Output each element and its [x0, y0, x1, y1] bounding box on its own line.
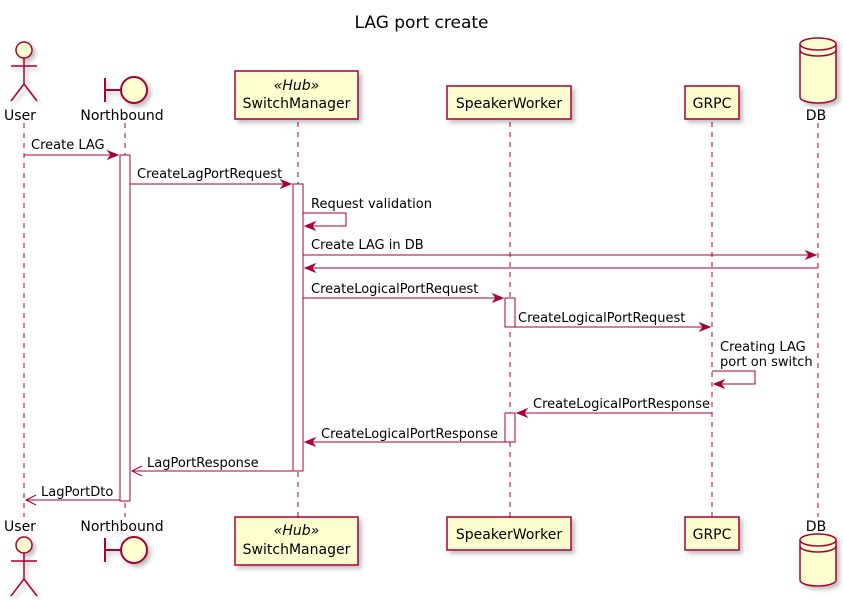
activation-switchmanager [292, 183, 304, 472]
activation-speakerworker-2 [504, 412, 516, 443]
arrow-head [106, 149, 120, 161]
participant-northbound-top[interactable]: Northbound [80, 76, 164, 124]
arrow-head [712, 378, 726, 390]
participant-label-db-bottom: DB [806, 519, 826, 535]
participant-speakerworker-bottom[interactable]: SpeakerWorker [446, 516, 572, 551]
arrow-head [24, 494, 37, 506]
switchmanager-box [234, 70, 359, 120]
message-label: Creating LAG port on switch [720, 340, 813, 370]
participant-label-northbound: Northbound [80, 108, 163, 124]
database-icon [799, 37, 837, 104]
participant-switchmanager-top[interactable]: «Hub» SwitchManager [234, 70, 359, 120]
message-label: CreateLogicalPortRequest [311, 282, 478, 297]
message-label: CreateLagPortRequest [137, 167, 282, 182]
arrow-head [303, 436, 317, 448]
arrow-head [515, 407, 529, 419]
participant-db-top[interactable]: DB [799, 37, 837, 124]
boundary-icon [104, 536, 148, 564]
diagram-title: LAG port create [355, 13, 489, 33]
arrow-head [491, 292, 505, 304]
grpc-box [684, 85, 740, 120]
participant-grpc-top[interactable]: GRPC [684, 85, 740, 120]
participant-db-bottom[interactable]: DB [799, 519, 837, 587]
message-label: CreateLogicalPortResponse [533, 397, 710, 412]
participant-label-grpc-bottom: GRPC [693, 527, 732, 543]
activation-northbound [119, 154, 131, 502]
message-create-logical-port-request-2: CreateLogicalPortRequest [515, 311, 712, 333]
participant-label-user-bottom: User [4, 519, 36, 535]
participants-top: User Northbound «Hub» SwitchManager Spea… [4, 37, 837, 124]
message-label: CreateLogicalPortRequest [518, 311, 685, 326]
message-create-lag-port-request: CreateLagPortRequest [130, 167, 293, 190]
message-create-logical-port-request-1: CreateLogicalPortRequest [303, 282, 505, 304]
database-icon [799, 533, 837, 587]
participant-label-db: DB [806, 108, 826, 124]
participant-label-speakerworker: SpeakerWorker [456, 96, 563, 112]
participant-user-top[interactable]: User [4, 41, 38, 124]
participant-label-switchmanager-bottom: SwitchManager [243, 542, 351, 558]
actor-icon [10, 41, 38, 102]
participant-label-user: User [4, 108, 36, 124]
participant-label-northbound-bottom: Northbound [80, 519, 163, 535]
participant-label-switchmanager: SwitchManager [243, 96, 351, 112]
message-line [303, 212, 347, 227]
message-create-lag: Create LAG [24, 138, 120, 161]
participant-label-grpc: GRPC [693, 96, 732, 112]
activations [119, 154, 516, 502]
arrow-head [279, 178, 293, 190]
arrow-head [303, 220, 317, 232]
participant-label-speakerworker-bottom: SpeakerWorker [456, 527, 563, 543]
grpc-box-bottom [684, 516, 740, 551]
stereotype-switchmanager: «Hub» [274, 78, 320, 94]
arrow-head [130, 465, 143, 477]
participant-northbound-bottom[interactable]: Northbound [80, 519, 164, 564]
arrow-head [804, 249, 818, 261]
switchmanager-box-bottom [234, 516, 359, 566]
message-label: LagPortDto [41, 485, 113, 500]
boundary-icon [104, 76, 148, 104]
message-label: Request validation [311, 197, 432, 212]
message-request-validation: Request validation [303, 197, 432, 232]
arrow-head [303, 262, 317, 274]
participant-grpc-bottom[interactable]: GRPC [684, 516, 740, 551]
message-label: Create LAG [31, 138, 105, 153]
message-create-lag-in-db: Create LAG in DB [303, 238, 818, 261]
message-lag-port-response: LagPortResponse [130, 456, 293, 477]
activation-speakerworker-1 [504, 297, 516, 328]
participant-user-bottom[interactable]: User [4, 519, 38, 597]
speakerworker-box-bottom [446, 516, 572, 551]
message-label: Create LAG in DB [311, 238, 424, 253]
participant-switchmanager-bottom[interactable]: «Hub» SwitchManager [234, 516, 359, 566]
message-label: LagPortResponse [147, 456, 259, 471]
messages: Create LAG CreateLagPortRequest Request … [24, 138, 818, 506]
participants-bottom: User Northbound «Hub» SwitchManager [4, 516, 837, 597]
actor-icon [10, 536, 38, 597]
message-creating-lag-port: Creating LAG port on switch [712, 340, 813, 390]
participant-speakerworker-top[interactable]: SpeakerWorker [446, 85, 572, 120]
stereotype-switchmanager-bottom: «Hub» [274, 523, 320, 539]
message-line [712, 370, 756, 385]
message-db-return [303, 262, 818, 274]
message-lag-port-dto: LagPortDto [24, 485, 120, 506]
message-create-logical-port-response-1: CreateLogicalPortResponse [515, 397, 712, 419]
speakerworker-box [446, 85, 572, 120]
arrow-head [698, 321, 712, 333]
message-label: CreateLogicalPortResponse [321, 427, 498, 442]
message-create-logical-port-response-2: CreateLogicalPortResponse [303, 427, 505, 448]
